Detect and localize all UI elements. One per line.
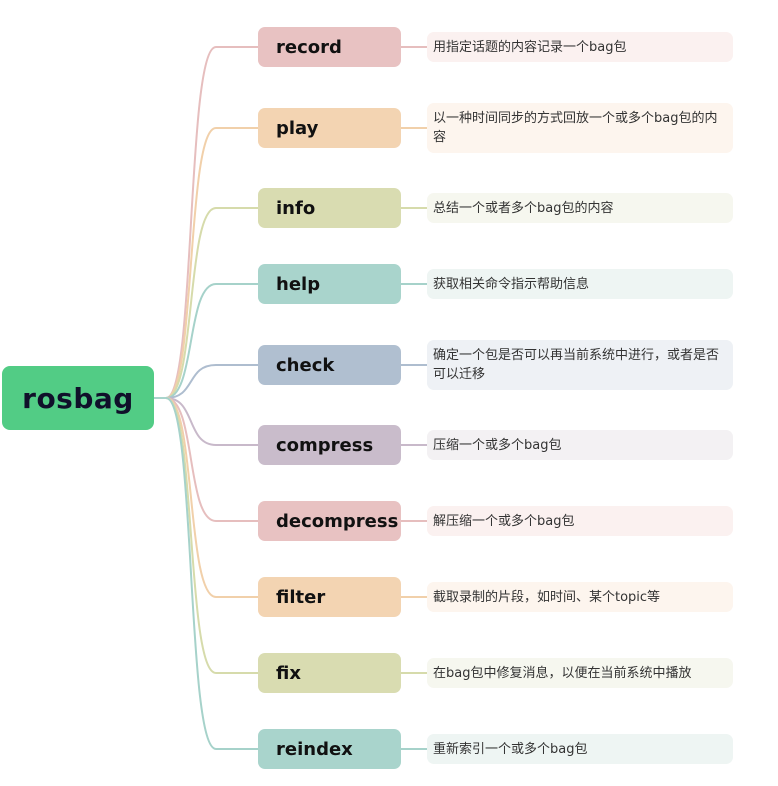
branch-description-decompress[interactable]: 解压缩一个或多个bag包: [427, 506, 733, 536]
branch-connector-help: [165, 283, 258, 399]
branch-description-help[interactable]: 获取相关命令指示帮助信息: [427, 269, 733, 299]
branch-connector-record: [165, 46, 258, 399]
branch-description-reindex[interactable]: 重新索引一个或多个bag包: [427, 734, 733, 764]
branch-node-info[interactable]: info: [258, 188, 401, 228]
branch-connector-compress: [165, 397, 258, 446]
branch-node-help[interactable]: help: [258, 264, 401, 304]
branch-connector-play: [165, 127, 258, 399]
branch-connector-fix: [165, 397, 258, 674]
branch-connector-reindex: [165, 397, 258, 750]
branch-node-compress[interactable]: compress: [258, 425, 401, 465]
branch-description-record[interactable]: 用指定话题的内容记录一个bag包: [427, 32, 733, 62]
branch-connector-decompress: [165, 397, 258, 522]
branch-description-check[interactable]: 确定一个包是否可以再当前系统中进行，或者是否可以迁移: [427, 340, 733, 390]
root-node[interactable]: rosbag: [2, 366, 154, 430]
branch-description-filter[interactable]: 截取录制的片段，如时间、某个topic等: [427, 582, 733, 612]
branch-connector-info: [165, 207, 258, 399]
branch-description-compress[interactable]: 压缩一个或多个bag包: [427, 430, 733, 460]
branch-node-filter[interactable]: filter: [258, 577, 401, 617]
branch-description-info[interactable]: 总结一个或者多个bag包的内容: [427, 193, 733, 223]
branch-connector-filter: [165, 397, 258, 598]
branch-connector-check: [165, 364, 258, 399]
branch-node-decompress[interactable]: decompress: [258, 501, 401, 541]
branch-node-reindex[interactable]: reindex: [258, 729, 401, 769]
branch-node-play[interactable]: play: [258, 108, 401, 148]
branch-node-record[interactable]: record: [258, 27, 401, 67]
branch-node-check[interactable]: check: [258, 345, 401, 385]
branch-description-fix[interactable]: 在bag包中修复消息，以便在当前系统中播放: [427, 658, 733, 688]
branch-description-play[interactable]: 以一种时间同步的方式回放一个或多个bag包的内容: [427, 103, 733, 153]
branch-node-fix[interactable]: fix: [258, 653, 401, 693]
